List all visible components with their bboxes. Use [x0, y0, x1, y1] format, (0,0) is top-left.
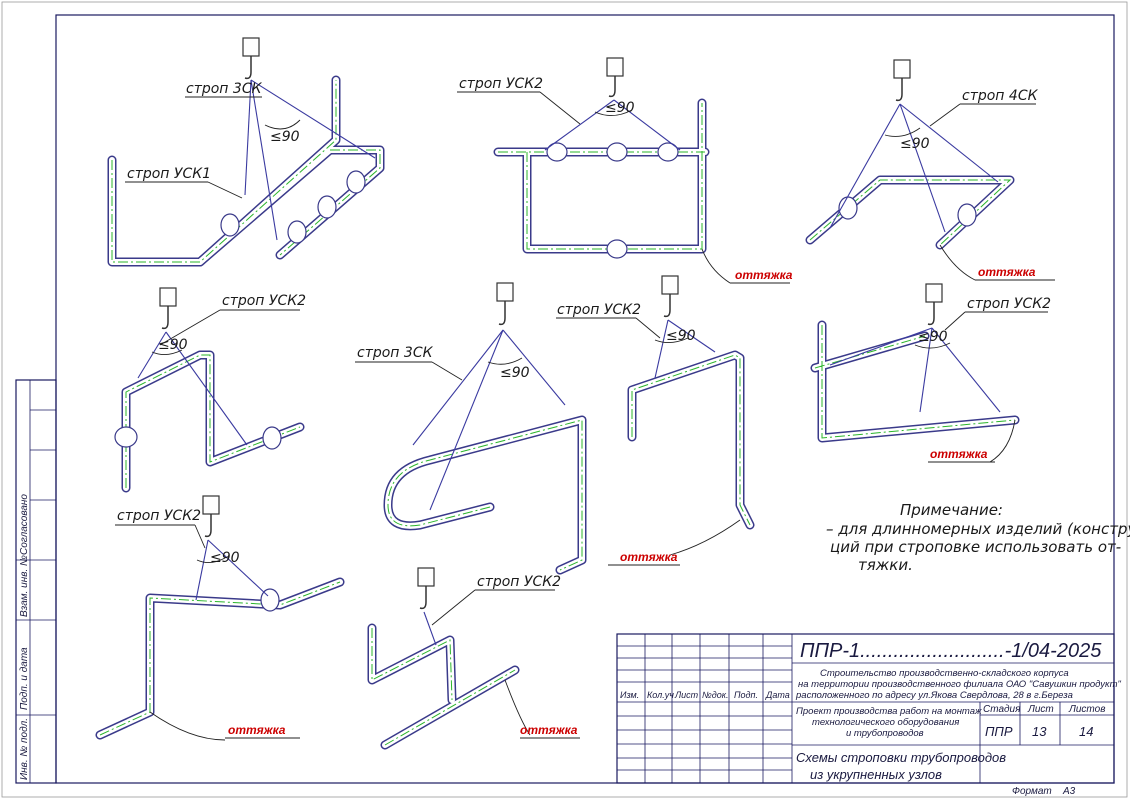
scheme-9	[367, 567, 580, 750]
scheme-2-guy-label: оттяжка	[735, 268, 793, 282]
section-line-1: Проект производства работ на монтаж	[796, 706, 982, 717]
rev-header-ndok: №док.	[702, 690, 728, 700]
scheme-3-sling-label: строп 4СК	[962, 88, 1039, 104]
sheet-number: 13	[1032, 724, 1047, 739]
scheme-8-guy-label: оттяжка	[228, 723, 286, 737]
stage-value: ППР	[985, 724, 1013, 739]
note-line-3: тяжки.	[858, 556, 913, 574]
scheme-7	[810, 283, 1048, 463]
scheme-8-angle-label: ≤90	[210, 550, 240, 566]
rev-header-data: Дата	[765, 690, 790, 700]
note-title: Примечание:	[900, 501, 1003, 519]
scheme-5-angle-label: ≤90	[500, 365, 530, 381]
stage-header: Стадия	[983, 704, 1021, 715]
scheme-2-angle-label: ≤90	[605, 100, 635, 116]
rev-header-izm: Изм.	[620, 690, 639, 700]
scheme-4-sling-label: строп УСК2	[222, 293, 306, 309]
scheme-6-angle-label: ≤90	[666, 328, 696, 344]
sheets-header: Листов	[1068, 704, 1105, 715]
scheme-3-guy-label: оттяжка	[978, 265, 1036, 279]
scheme-6	[556, 275, 755, 556]
project-line-3: расположенного по адресу ул.Якова Свердл…	[795, 690, 1073, 701]
scheme-9-guy-label: оттяжка	[520, 723, 578, 737]
rev-header-podp: Подп.	[734, 690, 758, 700]
note-line-1: – для длинномерных изделий (конструк-	[826, 520, 1130, 538]
doc-code: ППР-1..........................-1/04-202…	[800, 640, 1102, 662]
scheme-1-sling-label-b: строп УСК1	[127, 166, 211, 182]
format-label: Формат	[1012, 786, 1052, 797]
scheme-7-angle-label: ≤90	[918, 329, 948, 345]
scheme-1-angle-label: ≤90	[270, 129, 300, 145]
rev-header-list: Лист	[674, 690, 699, 700]
note-line-2: ций при строповке использовать от-	[830, 538, 1121, 556]
scheme-8	[95, 495, 345, 741]
scheme-7-sling-label: строп УСК2	[967, 296, 1051, 312]
scheme-5	[355, 282, 587, 575]
side-stamp: Согласовано Взам. инв. № Подп. и дата Ин…	[15, 379, 57, 784]
side-stamp-approved: Согласовано	[19, 494, 30, 555]
scheme-8-sling-label: строп УСК2	[117, 508, 201, 524]
project-line-2: на территории производственного филиала …	[798, 679, 1122, 690]
scheme-7-guy-label: оттяжка	[930, 447, 988, 461]
section-line-2: технологического оборудования	[812, 717, 959, 728]
side-stamp-replaced: Взам. инв. №	[19, 555, 30, 617]
scheme-3	[805, 59, 1055, 281]
sheets-total: 14	[1079, 724, 1093, 739]
scheme-9-sling-label: строп УСК2	[477, 574, 561, 590]
scheme-4	[114, 287, 305, 493]
scheme-6-guy-label: оттяжка	[620, 550, 678, 564]
rev-header-kolich: Кол.уч	[647, 690, 674, 700]
scheme-1-sling-label-a: строп 3СК	[186, 81, 263, 97]
sheet-header: Лист	[1027, 704, 1054, 715]
scheme-6-sling-label: строп УСК2	[557, 302, 641, 318]
scheme-2	[457, 57, 790, 284]
note: Примечание: – для длинномерных изделий (…	[826, 501, 1130, 574]
format-value: А3	[1062, 786, 1076, 797]
section-line-3: и трубопроводов	[846, 728, 924, 739]
scheme-1	[107, 37, 385, 267]
sheet-title-line-2: из укрупненных узлов	[810, 767, 942, 782]
title-block: Изм. Кол.уч Лист №док. Подп. Дата ППР-1.…	[616, 633, 1122, 784]
scheme-3-angle-label: ≤90	[900, 136, 930, 152]
side-stamp-sign-date: Подп. и дата	[19, 647, 30, 710]
scheme-2-sling-label: строп УСК2	[459, 76, 543, 92]
side-stamp-inv-no: Инв. № подл.	[19, 718, 30, 780]
scheme-4-angle-label: ≤90	[158, 337, 188, 353]
project-line-1: Строительство производственно-складского…	[820, 668, 1069, 679]
scheme-5-sling-label: строп 3СК	[357, 345, 434, 361]
sheet-title-line-1: Схемы строповки трубопроводов	[796, 750, 1006, 765]
